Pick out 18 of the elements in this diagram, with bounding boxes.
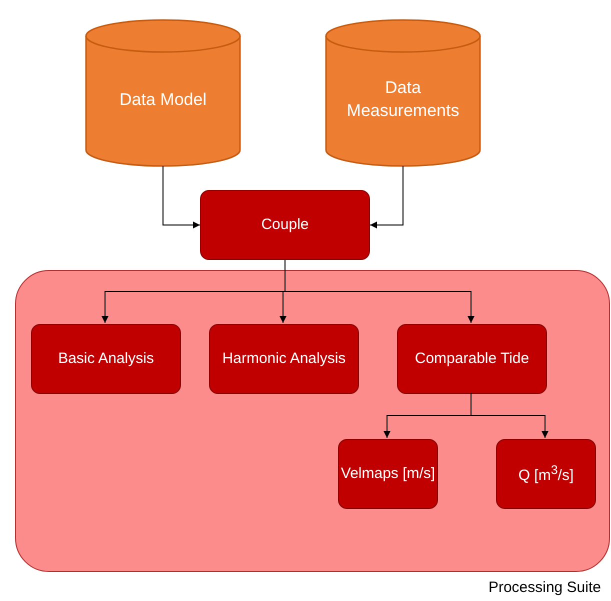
process-box bbox=[209, 324, 359, 394]
arrow bbox=[470, 392, 548, 438]
node-label: Harmonic Analysis bbox=[222, 348, 346, 369]
process-box bbox=[496, 439, 596, 509]
node-label: Data Measurements bbox=[346, 77, 460, 122]
node-label: Couple bbox=[261, 214, 309, 235]
process-box bbox=[338, 439, 438, 509]
panel-label: Processing Suite bbox=[488, 579, 601, 596]
process-box bbox=[397, 324, 547, 394]
node-label: Basic Analysis bbox=[58, 348, 154, 369]
node-label: Q [m$^{3}$/s] bbox=[518, 462, 574, 486]
node-label: Comparable Tide bbox=[414, 348, 530, 369]
node-label: Velmaps [m/s] bbox=[340, 464, 436, 484]
arrow bbox=[370, 166, 404, 228]
node-label: Data Model bbox=[120, 88, 206, 111]
arrow bbox=[162, 166, 200, 228]
process-box bbox=[31, 324, 181, 394]
process-box bbox=[200, 190, 370, 260]
